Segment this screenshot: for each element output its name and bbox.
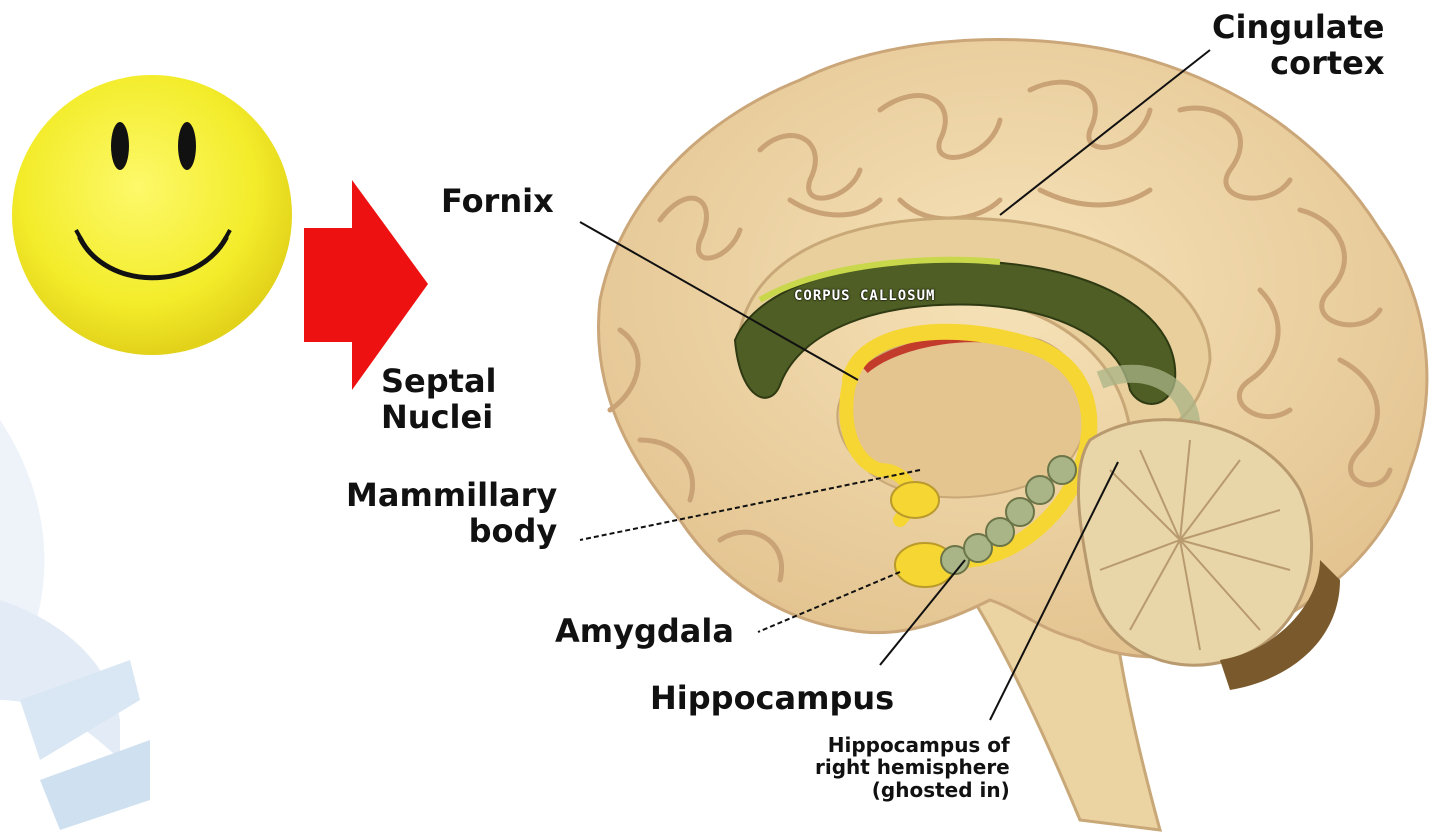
label-fornix: Fornix: [441, 184, 554, 220]
label-amygdala: Amygdala: [555, 614, 734, 650]
label-corpus-callosum: CORPUS CALLOSUM: [794, 288, 935, 304]
label-septal-nuclei: Septal Nuclei: [381, 364, 497, 436]
label-mammillary-body: Mammillary body: [346, 478, 557, 550]
mammillary-body: [891, 482, 939, 518]
label-hippocampus: Hippocampus: [650, 681, 894, 717]
label-hippocampus-right-hemisphere: Hippocampus of right hemisphere (ghosted…: [815, 734, 1010, 801]
label-cingulate-cortex: Cingulate cortex: [1212, 10, 1384, 82]
